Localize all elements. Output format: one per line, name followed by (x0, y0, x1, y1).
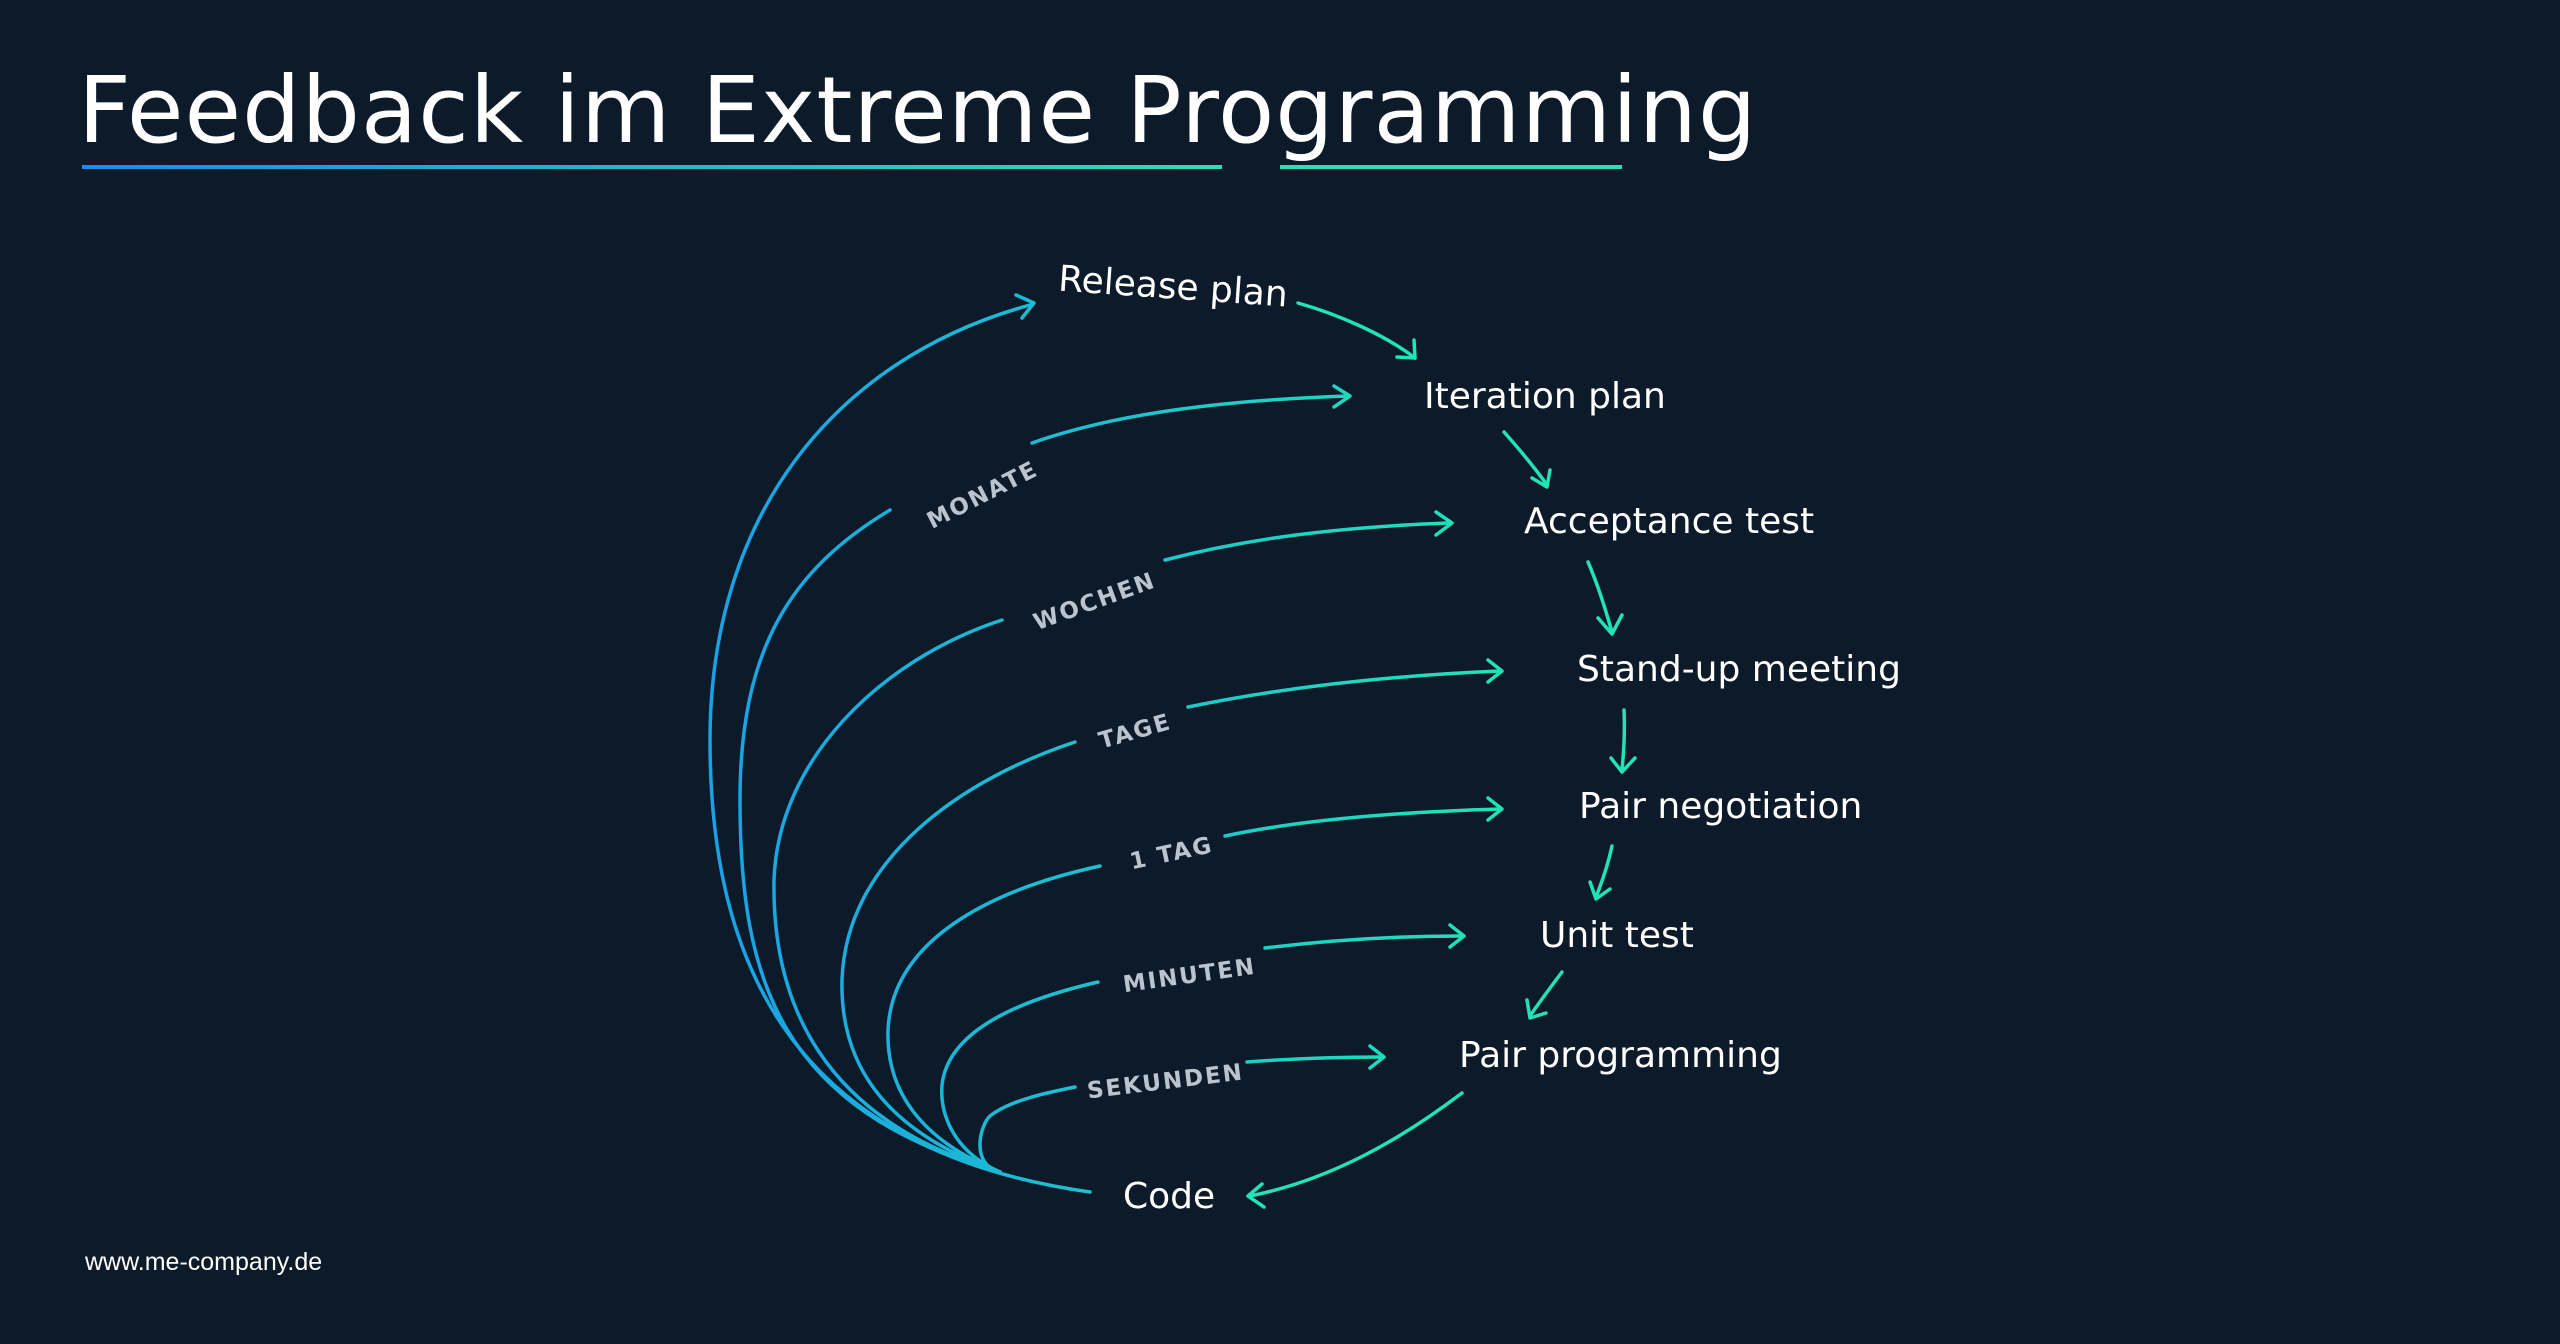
loop-arrowhead-monate (1332, 384, 1352, 409)
loop-label-wochen: WOCHEN (1030, 568, 1159, 636)
loop-arc-monate-lower (738, 508, 1002, 1174)
loop-arc-release-plan (708, 303, 1092, 1194)
node-unit-test: Unit test (1540, 915, 1694, 956)
flow-arrow-negotiation-to-unittest (1594, 844, 1614, 899)
loop-label-tage: TAGE (1096, 709, 1175, 754)
loop-arrowhead-release-plan (1014, 293, 1036, 320)
node-release-plan: Release plan (1057, 259, 1289, 316)
title-underline (82, 165, 1622, 169)
loop-arc-wochen-upper (1163, 521, 1450, 562)
flow-arrowhead-standup-to-negotiation (1609, 756, 1637, 774)
loop-arc-sekunden-lower (978, 1085, 1077, 1174)
node-iteration-plan: Iteration plan (1424, 376, 1666, 417)
footer-url[interactable]: www.me-company.de (85, 1248, 323, 1276)
loop-arrowhead-minuten (1448, 923, 1466, 949)
loop-arc-monate-upper (1030, 394, 1350, 445)
loop-arrowhead-wochen (1434, 510, 1454, 537)
loop-arc-wochen-lower (772, 618, 1004, 1174)
loop-arc-minuten-lower (940, 980, 1100, 1174)
node-acceptance-test: Acceptance test (1524, 501, 1814, 542)
loop-arc-tage-lower (840, 740, 1077, 1174)
loop-arc-minuten-upper (1263, 934, 1462, 950)
flow-arrow-unittest-to-pairprog (1528, 970, 1564, 1018)
flow-arrow-pairprog-to-code (1248, 1091, 1464, 1198)
flow-arrow-release-to-iteration (1296, 301, 1417, 360)
flow-arrowhead-release-to-iteration (1395, 338, 1417, 360)
flow-arrow-acceptance-to-standup (1586, 560, 1614, 634)
loop-label-monate: MONATE (923, 456, 1043, 534)
loop-arrowhead-tage (1486, 658, 1504, 684)
node-pair-negotiation: Pair negotiation (1579, 786, 1862, 827)
loop-label-sekunden: SEKUNDEN (1086, 1059, 1246, 1104)
loop-arrowhead-sekunden (1368, 1044, 1386, 1070)
loop-arc-tage-upper (1186, 669, 1502, 709)
flow-arrowhead-acceptance-to-standup (1596, 613, 1624, 636)
loop-arrowhead-1tag (1486, 796, 1504, 822)
node-code: Code (1123, 1176, 1215, 1217)
node-pair-programming: Pair programming (1459, 1035, 1782, 1076)
flow-arrow-standup-to-negotiation (1620, 708, 1627, 772)
flow-arrowhead-unittest-to-pairprog (1525, 998, 1548, 1020)
node-standup-meeting: Stand-up meeting (1577, 649, 1901, 690)
loop-label-1tag: 1 TAG (1128, 832, 1216, 875)
loop-arc-1tag-lower (886, 864, 1102, 1174)
flow-arrowhead-negotiation-to-unittest (1588, 880, 1612, 901)
loop-label-minuten: MINUTEN (1121, 954, 1257, 998)
loop-arc-1tag-upper (1223, 807, 1502, 838)
flow-arrowhead-pairprog-to-code (1246, 1182, 1266, 1209)
flow-arrowhead-iteration-to-acceptance (1530, 468, 1552, 489)
page-title: Feedback im Extreme Programming (78, 57, 1758, 164)
loop-arc-sekunden-upper (1245, 1055, 1384, 1064)
flow-arrow-iteration-to-acceptance (1502, 430, 1549, 487)
